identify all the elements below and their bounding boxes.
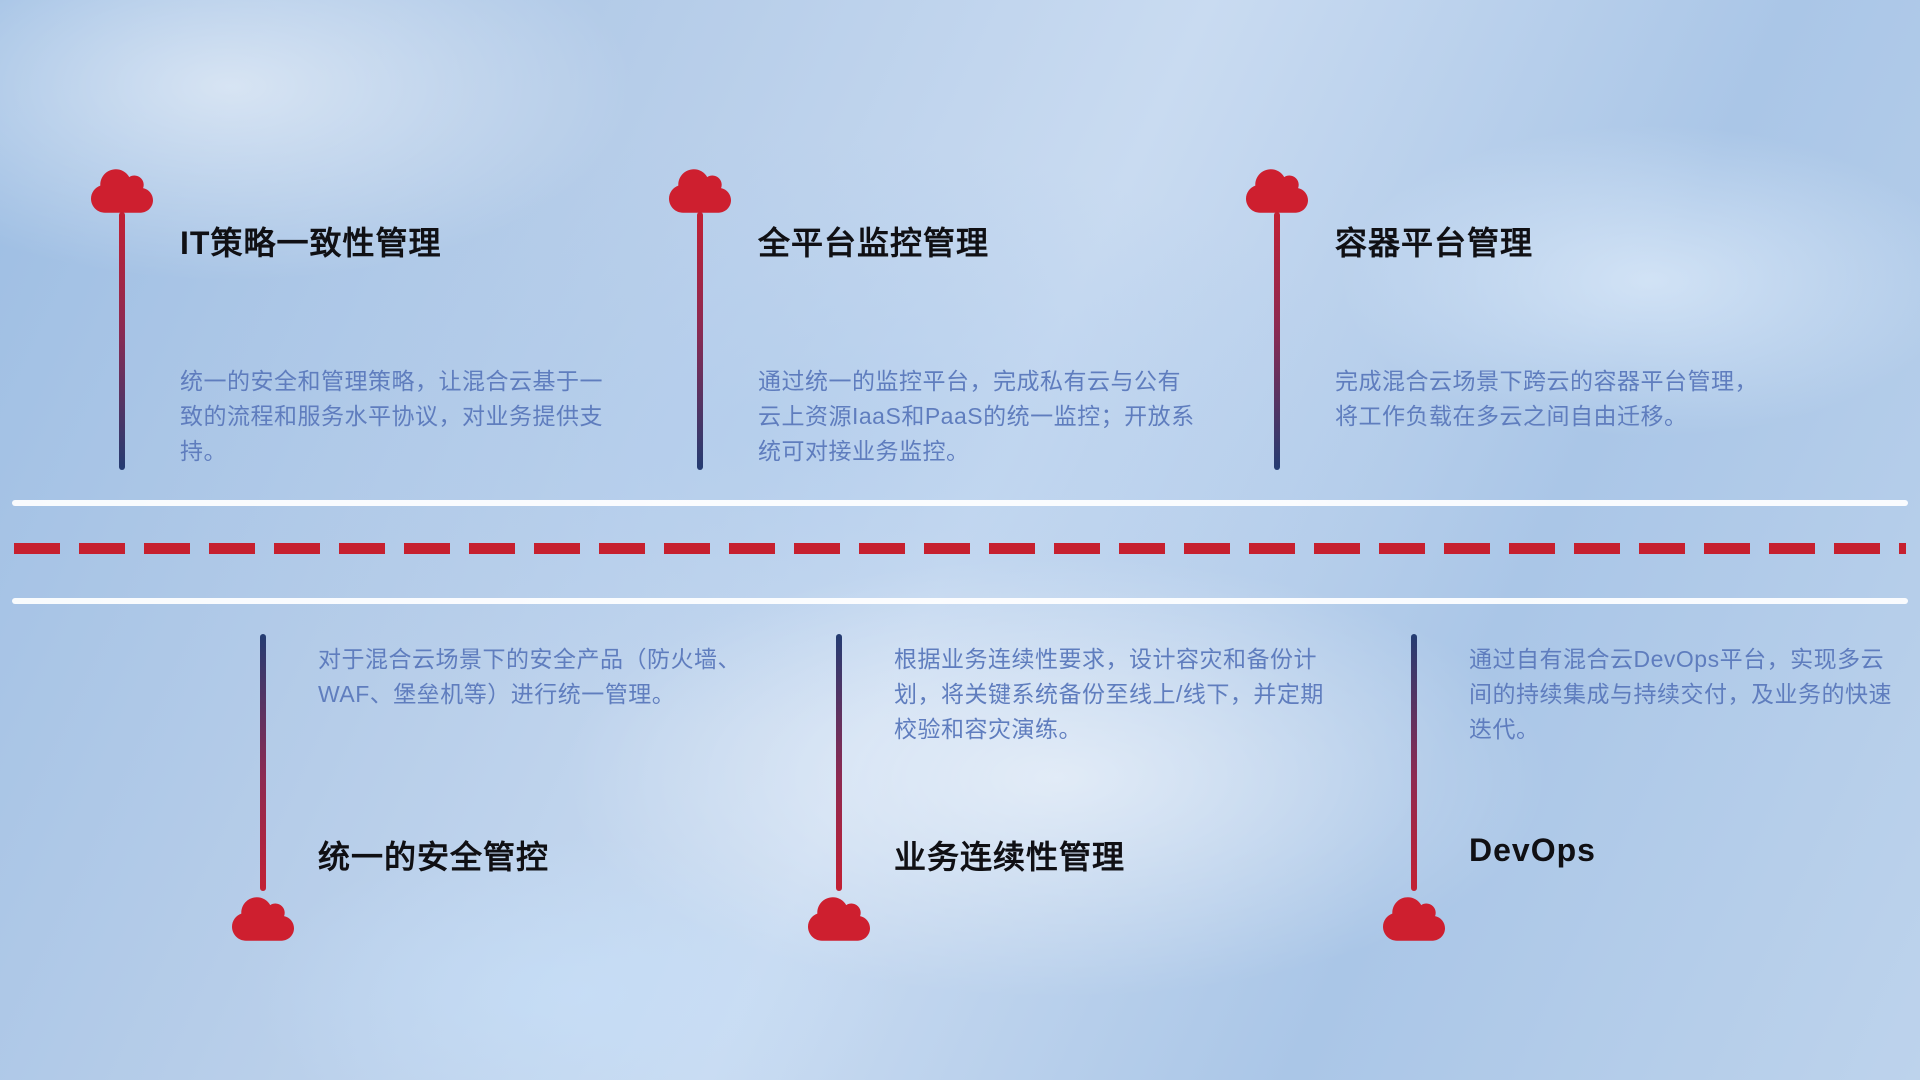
milestone-title: 容器平台管理 bbox=[1335, 225, 1534, 261]
milestone-description: 统一的安全和管理策略，让混合云基于一致的流程和服务水平协议，对业务提供支持。 bbox=[180, 368, 603, 464]
cloud-icon bbox=[1246, 166, 1308, 216]
cloud-icon bbox=[808, 894, 870, 944]
road-edge-line-top bbox=[12, 500, 1908, 506]
cloud-icon bbox=[669, 166, 731, 216]
road-edge-line-bottom bbox=[12, 598, 1908, 604]
milestone-title: 全平台监控管理 bbox=[758, 225, 990, 261]
cloud-icon bbox=[1383, 894, 1445, 944]
milestone-stem bbox=[697, 212, 703, 470]
milestone-description: 对于混合云场景下的安全产品（防火墙、WAF、堡垒机等）进行统一管理。 bbox=[318, 646, 741, 707]
milestone-title: DevOps bbox=[1469, 832, 1596, 868]
milestone-title: IT策略一致性管理 bbox=[180, 225, 442, 261]
milestone-title: 业务连续性管理 bbox=[894, 839, 1126, 875]
milestone-stem bbox=[836, 634, 842, 891]
milestone-stem bbox=[1274, 212, 1280, 470]
milestone-stem bbox=[260, 634, 266, 891]
milestone-stem bbox=[1411, 634, 1417, 891]
cloud-icon bbox=[91, 166, 153, 216]
milestone-description: 根据业务连续性要求，设计容灾和备份计划，将关键系统备份至线上/线下，并定期校验和… bbox=[894, 646, 1324, 742]
milestone-description: 通过统一的监控平台，完成私有云与公有云上资源IaaS和PaaS的统一监控；开放系… bbox=[758, 368, 1195, 464]
milestone-stem bbox=[119, 212, 125, 470]
road-center-dashed-line bbox=[14, 543, 1906, 554]
cloud-icon bbox=[232, 894, 294, 944]
milestone-title: 统一的安全管控 bbox=[318, 839, 550, 875]
milestone-description: 完成混合云场景下跨云的容器平台管理，将工作负载在多云之间自由迁移。 bbox=[1335, 368, 1758, 429]
milestone-description: 通过自有混合云DevOps平台，实现多云间的持续集成与持续交付，及业务的快速迭代… bbox=[1469, 646, 1892, 742]
